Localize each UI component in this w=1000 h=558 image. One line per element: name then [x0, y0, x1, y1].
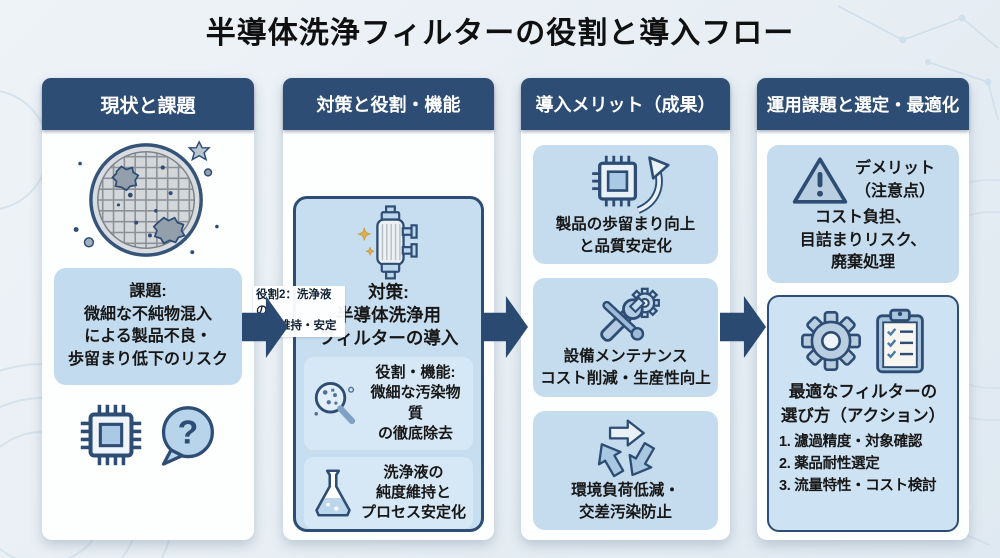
- merit-maintenance-text: 設備メンテナンス コスト削減・生産性向上: [540, 348, 711, 387]
- column-operation-card: 運用課題と選定・最適化 デメリット （注意点） コスト負担、 目詰まりリスク、 …: [757, 78, 969, 540]
- flask-icon: [315, 469, 351, 517]
- demerit-box: デメリット （注意点） コスト負担、 目詰まりリスク、 廃棄処理: [767, 145, 959, 284]
- sparkle-icon: [357, 227, 371, 241]
- function-box: 役割・機能: 微細な汚染物質 の徹底除去: [304, 357, 473, 450]
- question-bubble-icon: ?: [161, 406, 214, 466]
- merit-maintenance-box: 設備メンテナンス コスト削減・生産性向上: [533, 278, 718, 397]
- merit-environment-box: 環境負荷低減・ 交差汚染防止: [533, 411, 718, 530]
- selection-steps: 1. 濾過精度・対象確認 2. 薬品耐性選定 3. 流量特性・コスト検討: [779, 434, 937, 494]
- function-text: 役割・機能: 微細な汚染物質 の徹底除去: [370, 364, 461, 442]
- column-operation-header: 運用課題と選定・最適化: [757, 78, 969, 130]
- column-solution-card: 対策と役割・機能 役割2：洗浄液の 純度維持・安定: [253, 78, 494, 540]
- contaminated-wafer-icon: [73, 140, 219, 257]
- solution-outer-box: 対策: 半導体洗浄用 フィルターの導入 役割・機能: 微細な汚染物質 の徹底: [293, 196, 484, 532]
- svg-text:?: ?: [178, 413, 199, 451]
- purity-text: 洗浄液の 純度維持と プロセス安定化: [360, 463, 466, 521]
- page-title: 半導体洗浄フィルターの役割と導入フロー: [205, 17, 795, 50]
- merit-yield-box: 製品の歩留まり向上 と品質安定化: [533, 145, 718, 264]
- column-solution-header: 対策と役割・機能: [283, 78, 494, 130]
- solution-main-text: 対策: 半導体洗浄用 フィルターの導入: [318, 281, 459, 349]
- merit-yield-text: 製品の歩留まり向上 と品質安定化: [555, 216, 696, 255]
- column-current-status-card: 現状と課題: [42, 78, 254, 540]
- checklist-clipboard-icon: [876, 308, 924, 374]
- filter-cartridge-icon: [357, 205, 418, 280]
- gear-icon: [801, 311, 861, 372]
- wrench-gear-icon: [599, 287, 660, 342]
- column-current-header: 現状と課題: [42, 78, 254, 130]
- column-merits-header: 導入メリット（成果）: [521, 78, 730, 130]
- column-merits-card: 導入メリット（成果） 製品の歩留まり向上 と品質安定化: [521, 78, 730, 540]
- purity-box: 洗浄液の 純度維持と プロセス安定化: [304, 456, 473, 529]
- merit-environment-text: 環境負荷低減・ 交差汚染防止: [571, 482, 680, 521]
- selection-title: 最適なフィルターの 選び方（アクション）: [780, 383, 946, 425]
- chip-yield-up-icon: [591, 155, 670, 214]
- chip-icon: [80, 404, 142, 466]
- demerit-title: デメリット （注意点）: [854, 160, 935, 200]
- filter-selection-box: 最適なフィルターの 選び方（アクション） 1. 濾過精度・対象確認 2. 薬品耐…: [767, 295, 959, 532]
- recycle-icon: [597, 419, 655, 478]
- magnifier-particles-icon: [314, 381, 356, 424]
- demerit-items: コスト負担、 目詰まりリスク、 廃棄処理: [799, 209, 927, 272]
- warning-triangle-icon: [792, 157, 848, 204]
- problem-statement-box: 課題: 微細な不純物混入 による製品不良・ 歩留まり低下のリスク: [54, 268, 242, 385]
